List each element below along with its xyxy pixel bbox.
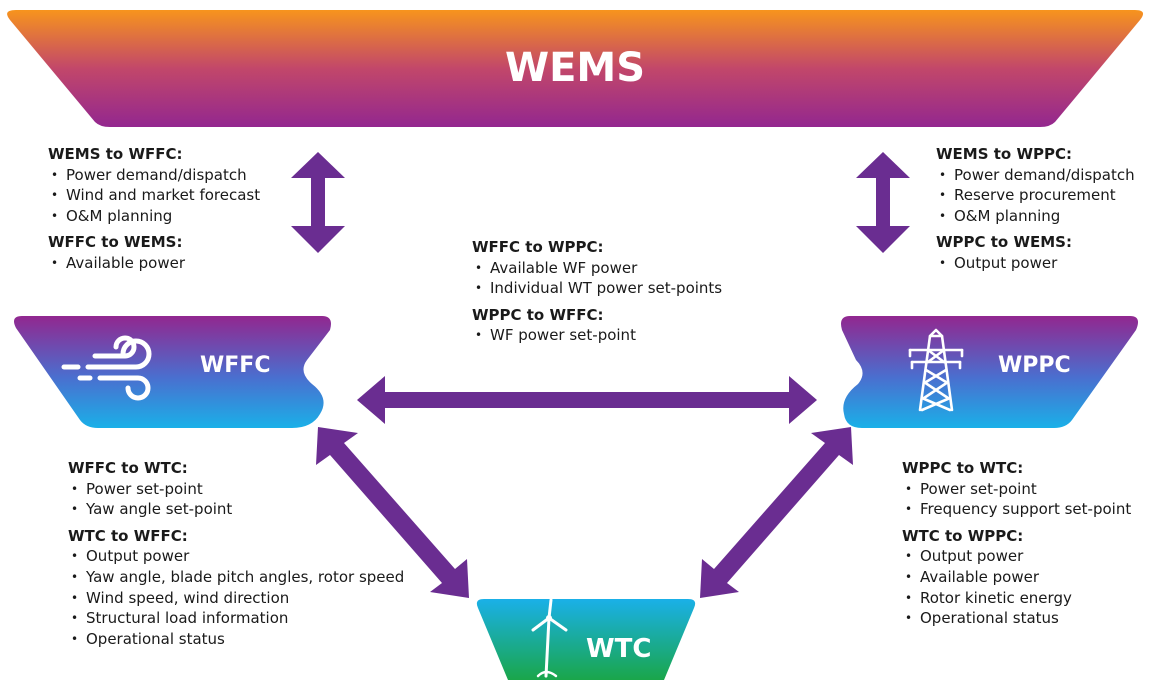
bullet-item: O&M planning — [936, 206, 1135, 227]
wems-label: WEMS — [505, 45, 645, 91]
section-heading: WPPC to WEMS: — [936, 233, 1072, 252]
arrow-wems-wppc — [856, 152, 910, 253]
bullet-item: Output power — [936, 253, 1135, 274]
section-heading: WFFC to WPPC: — [472, 238, 604, 256]
transmission-tower-icon — [908, 328, 964, 412]
section-heading: WEMS to WPPC: — [936, 145, 1072, 163]
bullet-item: Rotor kinetic energy — [902, 588, 1131, 609]
wems-shape — [7, 10, 1144, 127]
wffc-node: WFFC — [14, 316, 331, 428]
bullet-item: Structural load information — [68, 608, 404, 629]
bullet-item: Output power — [68, 546, 404, 567]
bullet-item: Power set-point — [68, 479, 404, 500]
section-heading: WPPC to WTC: — [902, 459, 1024, 477]
bullet-item: Operational status — [902, 608, 1131, 629]
wppc-shape — [841, 316, 1138, 428]
wind-turbine-icon — [531, 598, 568, 678]
bullet-list: WF power set-point — [472, 325, 722, 346]
wppc-label: WPPC — [998, 353, 1071, 378]
wppc-node: WPPC — [841, 316, 1138, 428]
arrow-wppc-wtc — [700, 427, 853, 598]
bullet-list: Output powerYaw angle, blade pitch angle… — [68, 546, 404, 649]
bullet-item: Operational status — [68, 629, 404, 650]
bullet-item: WF power set-point — [472, 325, 722, 346]
bullet-list: Power set-pointFrequency support set-poi… — [902, 479, 1131, 520]
section-heading: WTC to WPPC: — [902, 526, 1024, 545]
arrow-wffc-wppc — [357, 376, 817, 424]
wind-icon — [61, 335, 152, 401]
wtc-label: WTC — [586, 634, 652, 664]
wffc-label: WFFC — [200, 353, 270, 378]
wppc-wtc-info: WPPC to WTC: Power set-pointFrequency sup… — [902, 458, 1131, 629]
bullet-list: Available power — [48, 253, 260, 274]
wffc-wtc-info: WFFC to WTC: Power set-pointYaw angle set… — [68, 458, 404, 649]
wems-wffc-info: WEMS to WFFC: Power demand/dispatchWind a… — [48, 144, 260, 274]
section-heading: WTC to WFFC: — [68, 526, 188, 545]
bullet-item: Wind speed, wind direction — [68, 588, 404, 609]
wems-wppc-info: WEMS to WPPC: Power demand/dispatchReserv… — [936, 144, 1135, 274]
section-heading: WFFC to WTC: — [68, 459, 188, 477]
arrow-wems-wffc — [291, 152, 345, 253]
bullet-item: Yaw angle set-point — [68, 499, 404, 520]
bullet-item: Individual WT power set-points — [472, 278, 722, 299]
section-heading: WFFC to WEMS: — [48, 233, 183, 252]
bullet-item: O&M planning — [48, 206, 260, 227]
wtc-node: WTC — [476, 598, 696, 680]
bullet-item: Available power — [902, 567, 1131, 588]
bullet-item: Power demand/dispatch — [936, 165, 1135, 186]
bullet-list: Power demand/dispatchReserve procurement… — [936, 165, 1135, 227]
bullet-list: Output powerAvailable powerRotor kinetic… — [902, 546, 1131, 628]
bullet-item: Power set-point — [902, 479, 1131, 500]
bullet-item: Frequency support set-point — [902, 499, 1131, 520]
bullet-item: Output power — [902, 546, 1131, 567]
bullet-list: Power set-pointYaw angle set-point — [68, 479, 404, 520]
bullet-item: Yaw angle, blade pitch angles, rotor spe… — [68, 567, 404, 588]
bullet-item: Available WF power — [472, 258, 722, 279]
bullet-item: Power demand/dispatch — [48, 165, 260, 186]
section-heading: WEMS to WFFC: — [48, 145, 183, 163]
bullet-item: Available power — [48, 253, 260, 274]
bullet-item: Reserve procurement — [936, 185, 1135, 206]
wtc-shape — [476, 599, 696, 680]
bullet-list: Power demand/dispatchWind and market for… — [48, 165, 260, 227]
wffc-shape — [14, 316, 331, 428]
bullet-list: Output power — [936, 253, 1135, 274]
wffc-wppc-info: WFFC to WPPC: Available WF powerIndividua… — [472, 237, 722, 346]
bullet-list: Available WF powerIndividual WT power se… — [472, 258, 722, 299]
bullet-item: Wind and market forecast — [48, 185, 260, 206]
wems-node: WEMS — [7, 10, 1144, 127]
section-heading: WPPC to WFFC: — [472, 305, 604, 324]
